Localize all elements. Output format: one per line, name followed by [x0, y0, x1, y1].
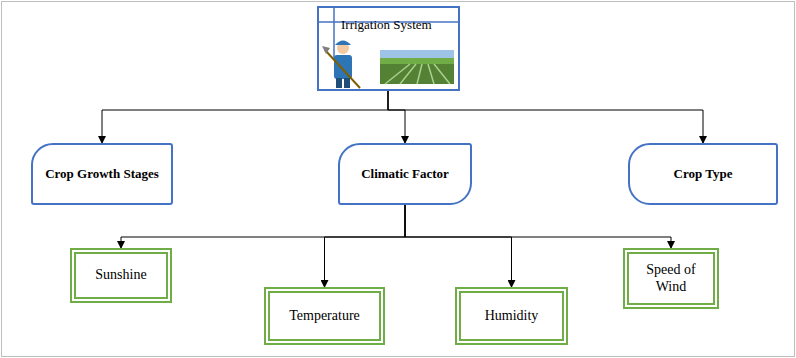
category-box: Crop Growth Stages — [31, 143, 173, 205]
farmer-icon — [322, 41, 360, 89]
connector-arrow — [388, 91, 405, 143]
node-label: Crop Growth Stages — [45, 167, 159, 182]
category-box: Climatic Factor — [338, 143, 472, 205]
category-box: Crop Type — [628, 143, 778, 205]
factor-box: Sunshine — [70, 248, 172, 303]
factor-box: Speed of Wind — [623, 248, 719, 309]
node-label: Irrigation System — [341, 18, 432, 33]
node-label: Humidity — [485, 308, 539, 324]
connector-arrow — [388, 91, 703, 143]
connector-arrow — [121, 205, 405, 248]
connector-arrow — [405, 205, 671, 248]
field-icon — [380, 50, 454, 84]
connector-arrow — [325, 205, 406, 287]
node-label: Crop Type — [674, 167, 733, 182]
factor-box: Humidity — [455, 287, 568, 345]
node-label: Sunshine — [95, 267, 146, 283]
connector-arrow — [102, 91, 388, 143]
factor-box: Temperature — [264, 287, 385, 345]
node-label: Temperature — [289, 308, 360, 324]
node-label: Climatic Factor — [361, 167, 449, 182]
node-label: Speed of Wind — [639, 262, 703, 294]
connector-arrow — [405, 205, 512, 287]
title-box: Irrigation System — [317, 6, 460, 91]
